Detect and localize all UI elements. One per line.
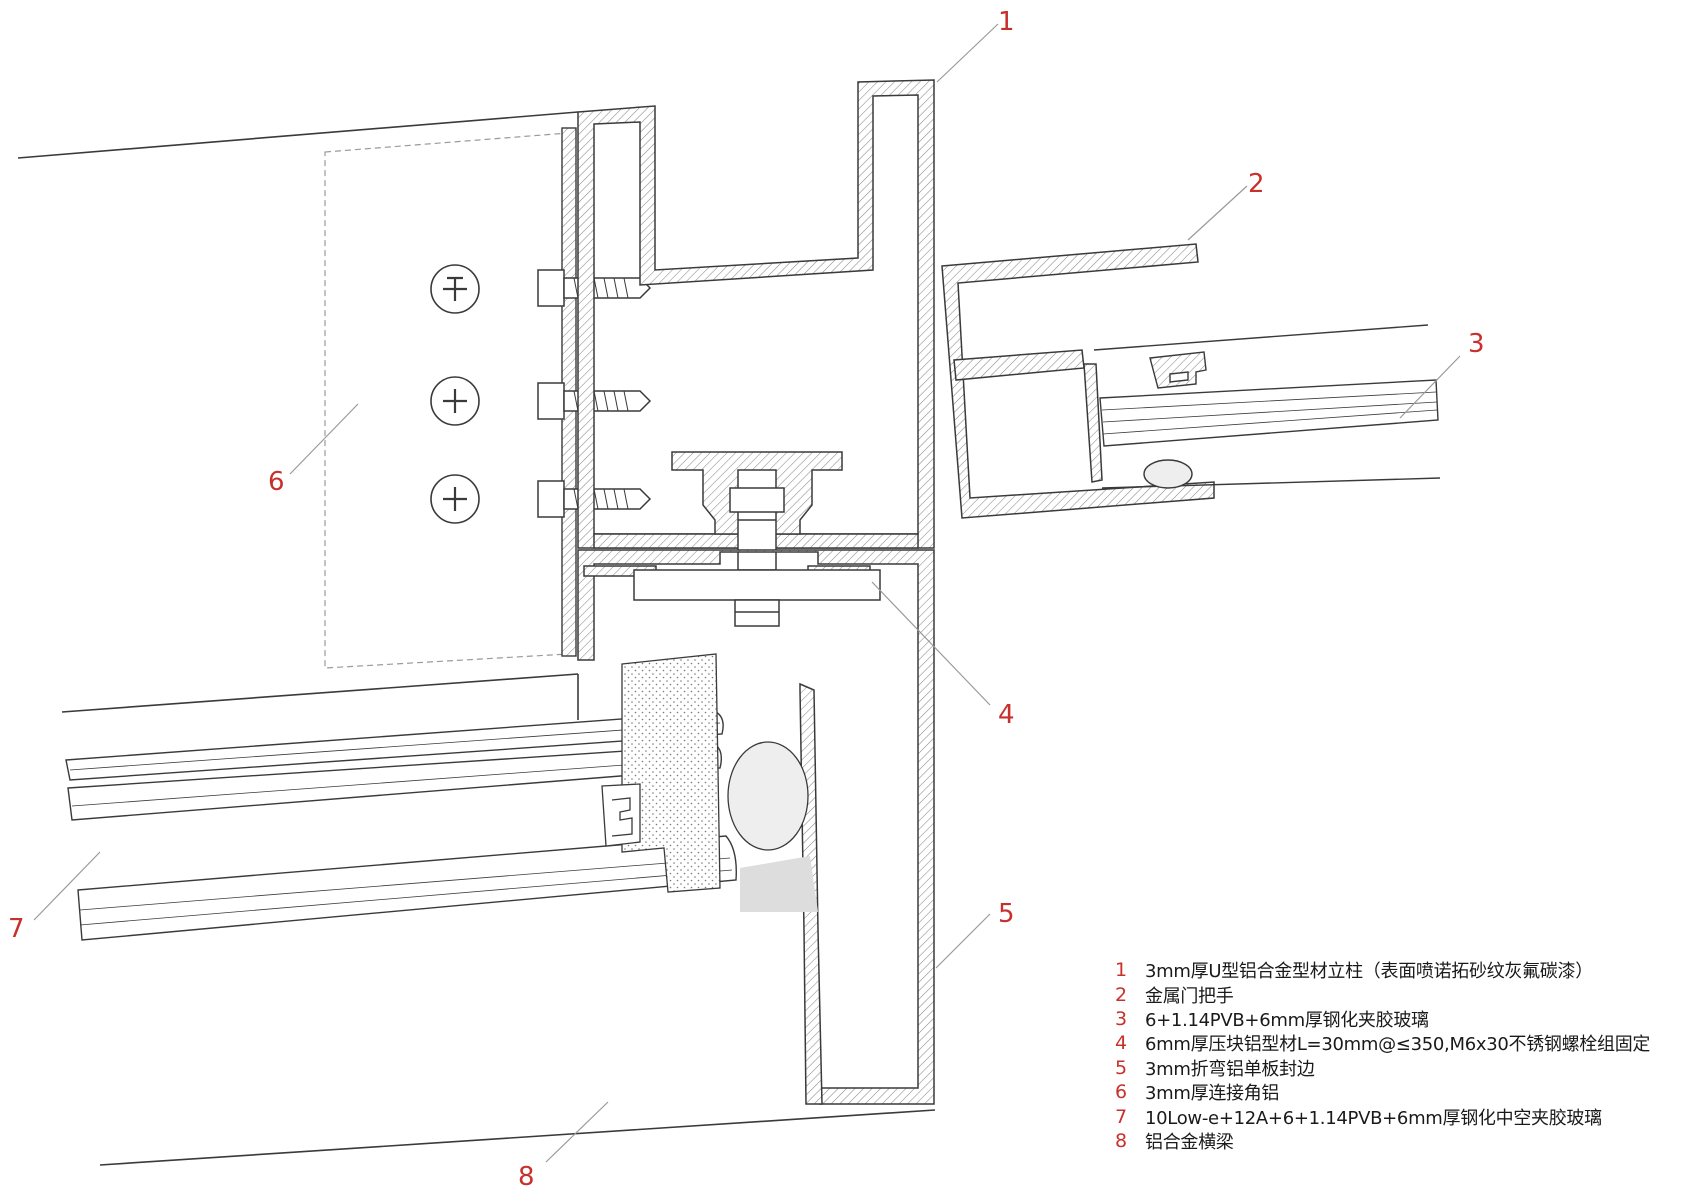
callout-6: 6 xyxy=(268,467,285,497)
callout-4: 4 xyxy=(998,700,1015,730)
legend-number: 5 xyxy=(1115,1056,1128,1079)
legend-text: 3mm厚U型铝合金型材立柱（表面喷诺拓砂纹灰氟碳漆） xyxy=(1145,961,1593,983)
callout-7: 7 xyxy=(8,914,25,944)
glass-edge-sealant xyxy=(601,653,818,912)
callout-1: 1 xyxy=(998,7,1015,37)
legend-text: 铝合金横梁 xyxy=(1145,1131,1234,1153)
legend-text: 6mm厚压块铝型材L=30mm@≤350,M6x30不锈钢螺栓组固定 xyxy=(1145,1034,1651,1056)
legend-text: 金属门把手 xyxy=(1145,985,1234,1007)
legend: 1 3mm厚U型铝合金型材立柱（表面喷诺拓砂纹灰氟碳漆） 2 金属门把手 3 6… xyxy=(1115,958,1700,1153)
legend-text: 3mm折弯铝单板封边 xyxy=(1145,1058,1315,1080)
legend-item: 2 金属门把手 xyxy=(1115,982,1700,1007)
callout-2: 2 xyxy=(1248,169,1265,199)
legend-number: 1 xyxy=(1115,959,1128,982)
insulated-glass xyxy=(65,711,737,941)
legend-item: 1 3mm厚U型铝合金型材立柱（表面喷诺拓砂纹灰氟碳漆） xyxy=(1115,958,1700,982)
callout-numbers: 1 2 3 4 5 6 7 8 xyxy=(8,7,1485,1192)
legend-text: 10Low-e+12A+6+1.14PVB+6mm厚钢化中空夹胶玻璃 xyxy=(1145,1107,1602,1129)
legend-item: 4 6mm厚压块铝型材L=30mm@≤350,M6x30不锈钢螺栓组固定 xyxy=(1115,1031,1700,1055)
callout-3: 3 xyxy=(1468,329,1485,359)
pressure-plate xyxy=(671,451,843,571)
legend-item: 5 3mm折弯铝单板封边 xyxy=(1115,1056,1700,1080)
legend-number: 3 xyxy=(1115,1007,1128,1030)
legend-number: 2 xyxy=(1115,983,1128,1006)
crossbeam xyxy=(17,111,936,1166)
column-lower-profile xyxy=(577,549,935,1105)
legend-item: 8 铝合金横梁 xyxy=(1115,1129,1700,1153)
legend-item: 3 6+1.14PVB+6mm厚钢化夹胶玻璃 xyxy=(1115,1007,1700,1031)
door-glass xyxy=(1093,324,1441,489)
callout-8: 8 xyxy=(518,1162,535,1192)
callout-5: 5 xyxy=(998,899,1015,929)
legend-item: 6 3mm厚连接角铝 xyxy=(1115,1080,1700,1104)
legend-item: 7 10Low-e+12A+6+1.14PVB+6mm厚钢化中空夹胶玻璃 xyxy=(1115,1104,1700,1129)
legend-number: 6 xyxy=(1115,1081,1128,1104)
leader-lines xyxy=(33,23,1461,1163)
screw-heads xyxy=(430,264,480,524)
door-handle xyxy=(941,243,1215,519)
legend-number: 4 xyxy=(1115,1032,1128,1055)
legend-number: 7 xyxy=(1115,1105,1128,1128)
legend-text: 3mm厚连接角铝 xyxy=(1145,1083,1280,1105)
legend-number: 8 xyxy=(1115,1129,1128,1152)
legend-text: 6+1.14PVB+6mm厚钢化夹胶玻璃 xyxy=(1145,1009,1429,1031)
